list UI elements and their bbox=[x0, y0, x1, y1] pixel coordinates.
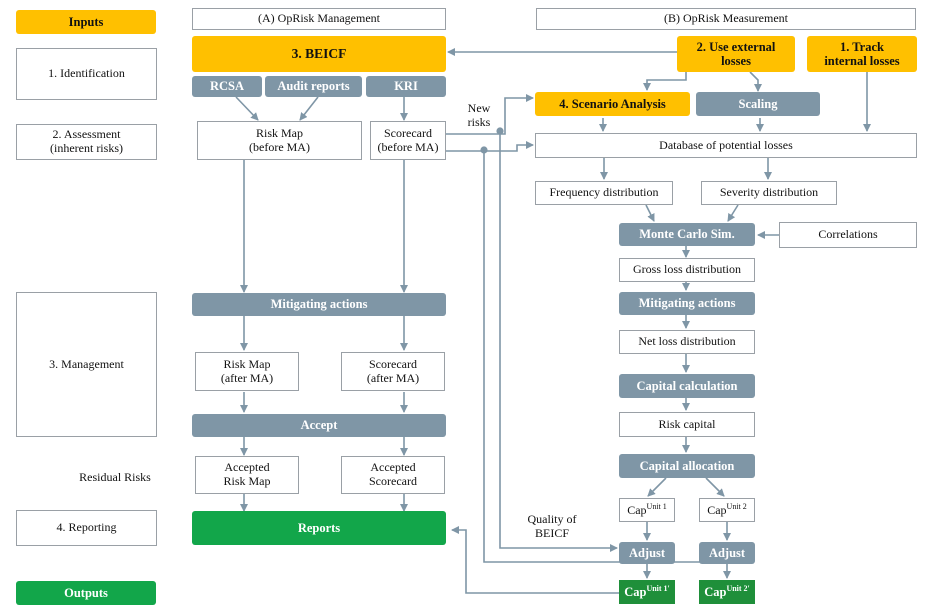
capital-calculation: Capital calculation bbox=[619, 374, 755, 398]
cap-unit-1-prime: CapUnit 1' bbox=[619, 580, 675, 604]
scaling-box: Scaling bbox=[696, 92, 820, 116]
capital-allocation: Capital allocation bbox=[619, 454, 755, 478]
audit-reports-box: Audit reports bbox=[265, 76, 362, 97]
accepted-scorecard: Accepted Scorecard bbox=[341, 456, 445, 494]
mitigating-actions-management: Mitigating actions bbox=[192, 293, 446, 316]
net-loss-distribution: Net loss distribution bbox=[619, 330, 755, 354]
cap-unit-2: CapUnit 2 bbox=[699, 498, 755, 522]
risk-capital: Risk capital bbox=[619, 412, 755, 437]
arrow-quality-to-adjust2 bbox=[483, 150, 715, 563]
inputs-label: Inputs bbox=[16, 10, 156, 34]
stage-identification: 1. Identification bbox=[16, 48, 157, 100]
risk-map-after-ma: Risk Map (after MA) bbox=[195, 352, 299, 391]
scorecard-after-ma: Scorecard (after MA) bbox=[341, 352, 445, 391]
cap-unit-1: CapUnit 1 bbox=[619, 498, 675, 522]
arrow-frequency-to-mc bbox=[645, 204, 655, 222]
stage-residual-risks: Residual Risks bbox=[79, 470, 151, 484]
header-oprisk-management: (A) OpRisk Management bbox=[192, 8, 446, 30]
adjust-unit-1: Adjust bbox=[619, 542, 675, 564]
header-oprisk-measurement: (B) OpRisk Measurement bbox=[536, 8, 916, 30]
junction-dot-2 bbox=[480, 146, 488, 154]
arrow-scorecard-to-scenario bbox=[446, 94, 534, 135]
cap-unit-2-prime: CapUnit 2' bbox=[699, 580, 755, 604]
junction-dot-1 bbox=[496, 127, 504, 135]
adjust-unit-2: Adjust bbox=[699, 542, 755, 564]
rcsa-box: RCSA bbox=[192, 76, 262, 97]
accept-box: Accept bbox=[192, 414, 446, 437]
new-risks-label: New risks bbox=[467, 101, 491, 129]
arrow-cap-to-reports bbox=[451, 526, 619, 594]
kri-box: KRI bbox=[366, 76, 446, 97]
stage-management: 3. Management bbox=[16, 292, 157, 437]
track-internal-losses: 1. Track internal losses bbox=[807, 36, 917, 72]
reports-box: Reports bbox=[192, 511, 446, 545]
quality-of-beicf-label: Quality of BEICF bbox=[527, 512, 577, 540]
arrow-scorecard-to-database bbox=[446, 141, 534, 152]
arrow-external-to-scaling bbox=[749, 71, 762, 92]
database-of-potential-losses: Database of potential losses bbox=[535, 133, 917, 158]
arrow-external-to-scenario bbox=[643, 72, 687, 91]
risk-map-before-ma: Risk Map (before MA) bbox=[197, 121, 362, 160]
gross-loss-distribution: Gross loss distribution bbox=[619, 258, 755, 282]
mitigating-actions-measurement: Mitigating actions bbox=[619, 292, 755, 315]
accepted-risk-map: Accepted Risk Map bbox=[195, 456, 299, 494]
outputs-label: Outputs bbox=[16, 581, 156, 605]
arrow-severity-to-mc bbox=[727, 204, 739, 222]
beicf-box: 3. BEICF bbox=[192, 36, 446, 72]
monte-carlo-sim: Monte Carlo Sim. bbox=[619, 223, 755, 246]
correlations-box: Correlations bbox=[779, 222, 917, 248]
stage-assessment: 2. Assessment (inherent risks) bbox=[16, 124, 157, 160]
frequency-distribution: Frequency distribution bbox=[535, 181, 673, 205]
stage-reporting: 4. Reporting bbox=[16, 510, 157, 546]
arrow-quality-to-adjust1 bbox=[499, 131, 618, 552]
use-external-losses: 2. Use external losses bbox=[677, 36, 795, 72]
severity-distribution: Severity distribution bbox=[701, 181, 837, 205]
scorecard-before-ma: Scorecard (before MA) bbox=[370, 121, 446, 160]
scenario-analysis: 4. Scenario Analysis bbox=[535, 92, 690, 116]
